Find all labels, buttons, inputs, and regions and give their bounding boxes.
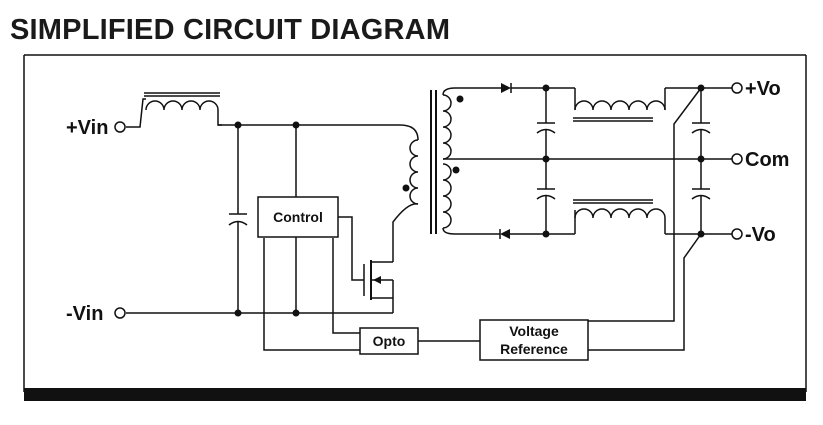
input-rails: [126, 124, 400, 314]
diagram-title: SIMPLIFIED CIRCUIT DIAGRAM: [10, 14, 451, 46]
secondary-polarity-dot-lower: [452, 166, 460, 174]
opto-block: Opto: [359, 327, 419, 355]
mosfet-switch: [363, 260, 394, 313]
secondary-polarity-dot-upper: [456, 95, 464, 103]
sense-lines: [588, 87, 702, 351]
voltage-reference-block: Voltage Reference: [479, 319, 589, 361]
negative-output-rail: [455, 199, 732, 239]
secondary-winding: [442, 87, 456, 235]
voltage-reference-label-line2: Reference: [500, 341, 568, 357]
input-inductor: [126, 92, 222, 128]
terminal-vin-pos-label: +Vin: [66, 117, 108, 139]
control-block: Control: [257, 196, 339, 238]
output-capacitors-right: [691, 88, 711, 234]
terminal-vo-pos-label: +Vo: [745, 78, 781, 100]
junction-dots: [234, 84, 705, 317]
primary-winding: [392, 124, 419, 262]
voltage-reference-label-line1: Voltage: [509, 323, 559, 339]
terminal-com-label: Com: [745, 149, 789, 171]
positive-output-rail: [455, 83, 732, 122]
transformer-core: [430, 90, 437, 234]
opto-label: Opto: [373, 333, 406, 349]
terminal-vo-neg-label: -Vo: [745, 224, 776, 246]
primary-polarity-dot: [402, 184, 410, 192]
terminal-circles: [114, 82, 743, 319]
diagram-frame: [23, 54, 807, 401]
control-label: Control: [273, 209, 323, 225]
control-wiring: [263, 216, 480, 351]
input-capacitor: [228, 125, 248, 313]
terminal-vin-neg-label: -Vin: [66, 303, 103, 325]
